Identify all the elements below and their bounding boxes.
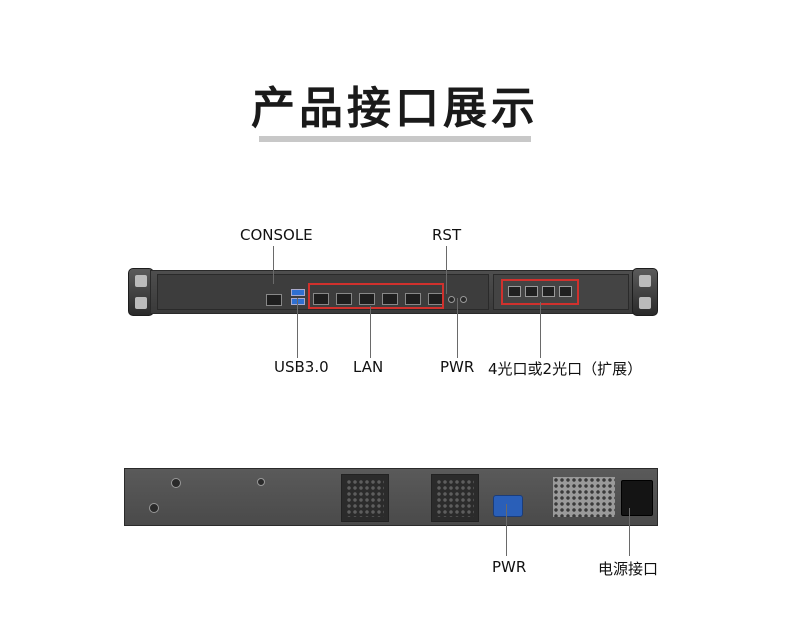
- vga-port: [493, 495, 523, 517]
- title-underline: [259, 136, 531, 142]
- console-label: CONSOLE: [240, 226, 313, 244]
- pwr-leader: [457, 298, 458, 358]
- rear-pwr-leader: [506, 504, 507, 556]
- usb-leader: [297, 298, 298, 358]
- sfp-port: [559, 286, 572, 297]
- page-title: 产品接口展示: [251, 83, 539, 134]
- front-io-module: [157, 274, 489, 310]
- sfp-port: [508, 286, 521, 297]
- sfp-port: [542, 286, 555, 297]
- fiber-leader: [540, 302, 541, 358]
- power-port-label: 电源接口: [598, 560, 659, 578]
- psu-vent: [553, 477, 615, 517]
- rear-screw: [149, 503, 159, 513]
- rear-pwr-label: PWR: [492, 558, 527, 576]
- lan-port: [405, 293, 421, 305]
- usb-port-2: [291, 298, 305, 305]
- rear-panel-image: [124, 468, 658, 526]
- lan-port: [313, 293, 329, 305]
- power-inlet: [621, 480, 653, 516]
- lan-port: [336, 293, 352, 305]
- fan-vent: [341, 474, 389, 522]
- lan-leader: [370, 306, 371, 358]
- console-leader: [273, 246, 274, 284]
- lan-highlight-box: [308, 283, 444, 309]
- rst-button: [448, 296, 455, 303]
- rst-leader: [446, 246, 447, 294]
- sfp-port: [525, 286, 538, 297]
- usb-label: USB3.0: [274, 358, 329, 376]
- lan-label: LAN: [353, 358, 384, 376]
- usb-port-1: [291, 289, 305, 296]
- power-port-leader: [629, 508, 630, 556]
- rear-screw: [257, 478, 265, 486]
- left-rack-ear: [128, 268, 154, 316]
- console-port: [266, 294, 282, 306]
- fan-vent: [431, 474, 479, 522]
- pwr-led: [460, 296, 467, 303]
- right-rack-ear: [632, 268, 658, 316]
- lan-port: [382, 293, 398, 305]
- pwr-label: PWR: [440, 358, 475, 376]
- rst-label: RST: [432, 226, 462, 244]
- fiber-label: 4光口或2光口（扩展）: [488, 360, 643, 378]
- lan-port: [359, 293, 375, 305]
- ground-screw: [171, 478, 181, 488]
